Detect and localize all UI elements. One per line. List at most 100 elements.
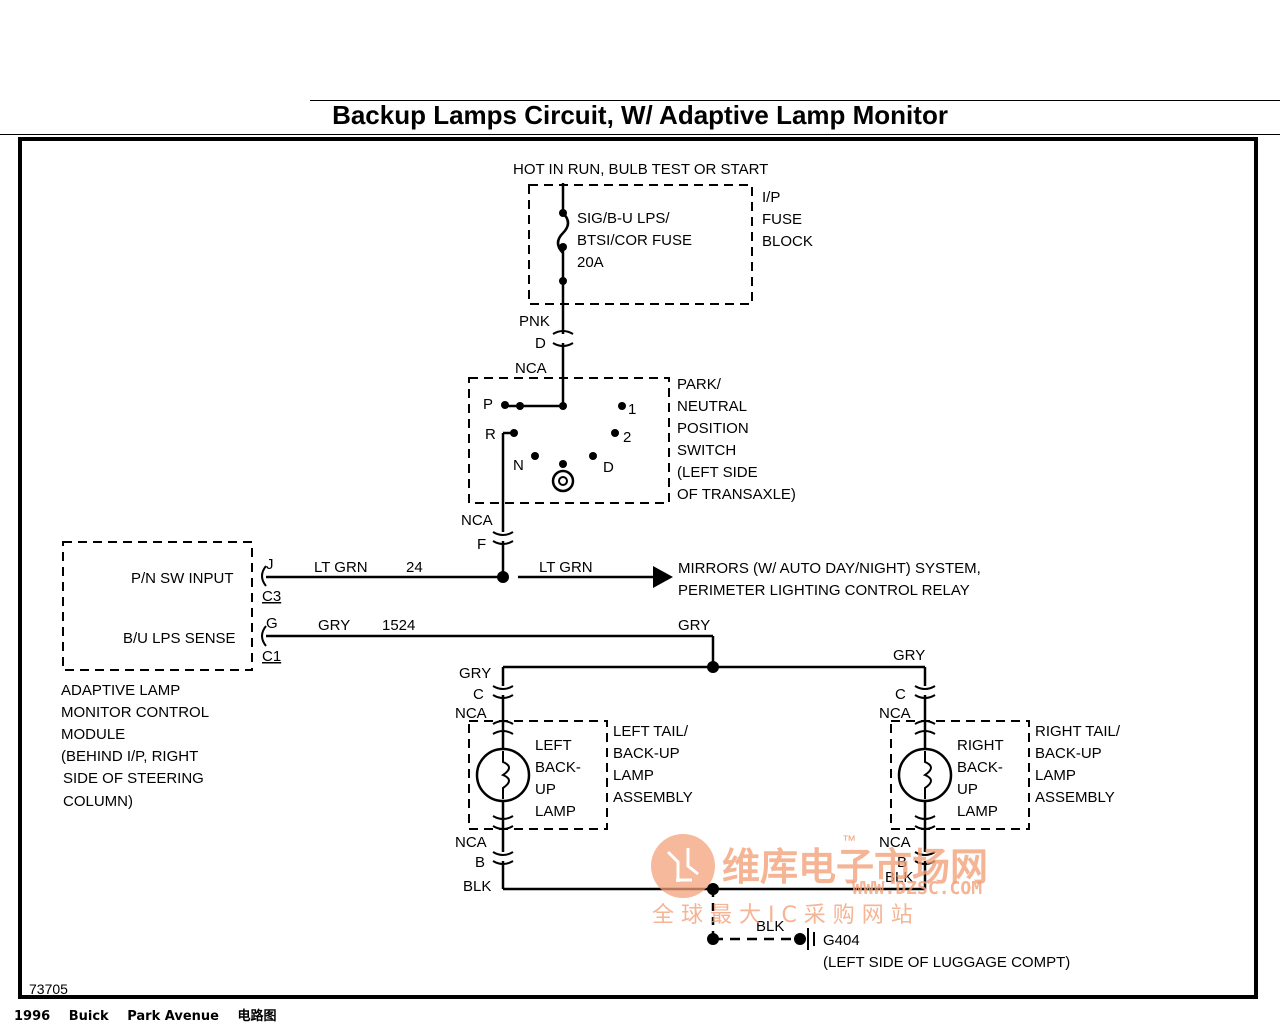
- left-pin-b: B: [475, 854, 485, 871]
- module-line-4: (BEHIND I/P, RIGHT: [61, 748, 198, 765]
- wire-gry2-label: GRY: [678, 617, 710, 634]
- watermark-circle-icon: [651, 834, 715, 898]
- fuse-block-line-3: BLOCK: [762, 233, 813, 250]
- connector-d-label: D: [535, 335, 546, 352]
- ground-blk: BLK: [756, 918, 784, 935]
- right-assembly-box: [890, 720, 1030, 830]
- footer-year: 1996: [14, 1009, 51, 1024]
- left-lamp-line-4: LAMP: [535, 803, 576, 820]
- pn-line-3: POSITION: [677, 420, 749, 437]
- fuse-block-box: [528, 184, 753, 305]
- footer-make: Buick: [68, 1009, 109, 1024]
- pn-label-d: D: [603, 459, 614, 476]
- wire-pnk-label: PNK: [519, 313, 550, 330]
- title-rule: [0, 134, 1280, 135]
- watermark-tm: ™: [842, 832, 856, 848]
- right-assy-line-3: LAMP: [1035, 767, 1076, 784]
- left-pin-c: C: [473, 686, 484, 703]
- connector-f-label: F: [477, 536, 486, 553]
- page-title: Backup Lamps Circuit, W/ Adaptive Lamp M…: [332, 100, 948, 130]
- left-assy-line-3: LAMP: [613, 767, 654, 784]
- footer: 1996 Buick Park Avenue 电路图: [14, 1005, 291, 1024]
- pn-line-1: PARK/: [677, 376, 722, 393]
- module-conn-c1: C1: [262, 648, 281, 665]
- mirrors-line-1: MIRRORS (W/ AUTO DAY/NIGHT) SYSTEM,: [678, 560, 981, 577]
- fuse-node-mid: [559, 243, 567, 251]
- right-lamp-line-2: BACK-: [957, 759, 1003, 776]
- module-pn-input: P/N SW INPUT: [131, 570, 234, 587]
- fuse-icon: [556, 212, 570, 254]
- right-blk: BLK: [885, 869, 913, 886]
- module-line-6: COLUMN): [63, 793, 133, 810]
- left-assy-line-2: BACK-UP: [613, 745, 680, 762]
- pn-contact-center: [559, 460, 567, 468]
- splice-ltgrn: [497, 571, 509, 583]
- ground-location: (LEFT SIDE OF LUGGAGE COMPT): [823, 954, 1070, 971]
- module-line-3: MODULE: [61, 726, 125, 743]
- right-pin-b: B: [897, 854, 907, 871]
- module-bu-sense: B/U LPS SENSE: [123, 630, 236, 647]
- ground-node-right: [794, 933, 806, 945]
- module-box: [62, 541, 253, 671]
- left-nca-bottom: NCA: [455, 834, 487, 851]
- watermark-logo: [651, 834, 715, 898]
- pn-line-4: SWITCH: [677, 442, 736, 459]
- module-conn-c3: C3: [262, 588, 281, 605]
- power-label: HOT IN RUN, BULB TEST OR START: [513, 161, 768, 178]
- top-rule: [310, 100, 1280, 101]
- right-assy-line-2: BACK-UP: [1035, 745, 1102, 762]
- pn-label-r: R: [485, 426, 496, 443]
- pn-pivot-icon: [551, 469, 575, 493]
- pn-contact-1: [618, 402, 626, 410]
- watermark-url: WWW.DZSC.COM: [852, 878, 982, 899]
- pn-line-2: NEUTRAL: [677, 398, 747, 415]
- ground-name: G404: [823, 932, 860, 949]
- left-blk: BLK: [463, 878, 491, 895]
- watermark-circuit-icon: [666, 848, 699, 882]
- wire-ltgrn2-label: LT GRN: [539, 559, 593, 576]
- left-connector-lower-icon: [492, 815, 514, 830]
- module-pin-g: G: [266, 615, 278, 632]
- fuse-node-bottom: [559, 277, 567, 285]
- left-filament-icon: [500, 751, 510, 799]
- fuse-line-1: SIG/B-U LPS/: [577, 210, 670, 227]
- splice-gry: [707, 661, 719, 673]
- wire-ltgrn-num: 24: [406, 559, 423, 576]
- module-line-2: MONITOR CONTROL: [61, 704, 209, 721]
- fuse-node-top: [559, 209, 567, 217]
- diagram-number: 73705: [29, 981, 68, 997]
- wire-gry-right-label: GRY: [893, 647, 925, 664]
- wire-gry-left-label: GRY: [459, 665, 491, 682]
- pn-switch-box: [468, 377, 670, 504]
- right-assy-line-4: ASSEMBLY: [1035, 789, 1115, 806]
- connector-j-icon: [261, 565, 267, 587]
- pn-label-p: P: [483, 396, 493, 413]
- right-assy-line-1: RIGHT TAIL/: [1035, 723, 1121, 740]
- module-line-5: SIDE OF STEERING: [63, 770, 204, 787]
- right-lamp-line-3: UP: [957, 781, 978, 798]
- pn-label-n: N: [513, 457, 524, 474]
- watermark-sub: 全 球 最 大 I C 采 购 网 站: [652, 903, 913, 928]
- right-lamp-line-1: RIGHT: [957, 737, 1004, 754]
- pn-contact-d: [589, 452, 597, 460]
- pn-contact-common: [559, 402, 567, 410]
- left-assy-line-4: ASSEMBLY: [613, 789, 693, 806]
- fuse-line-3: 20A: [577, 254, 604, 271]
- right-lamp-line-4: LAMP: [957, 803, 998, 820]
- left-lamp-line-1: LEFT: [535, 737, 572, 754]
- wire-gry-num: 1524: [382, 617, 415, 634]
- pn-pivot-inner: [558, 476, 568, 486]
- wire-ltgrn-label: LT GRN: [314, 559, 368, 576]
- left-lamp-line-2: BACK-: [535, 759, 581, 776]
- left-assembly-box: [468, 720, 608, 830]
- right-pin-c: C: [895, 686, 906, 703]
- watermark-main: 维库电子市场网: [722, 845, 988, 889]
- right-nca-top: NCA: [879, 705, 911, 722]
- pn-line-5: (LEFT SIDE: [677, 464, 758, 481]
- fuse-block-line-2: FUSE: [762, 211, 802, 228]
- right-filament-icon: [922, 751, 932, 799]
- right-nca-bottom: NCA: [879, 834, 911, 851]
- left-assy-line-1: LEFT TAIL/: [613, 723, 689, 740]
- pn-label-2: 2: [623, 429, 631, 446]
